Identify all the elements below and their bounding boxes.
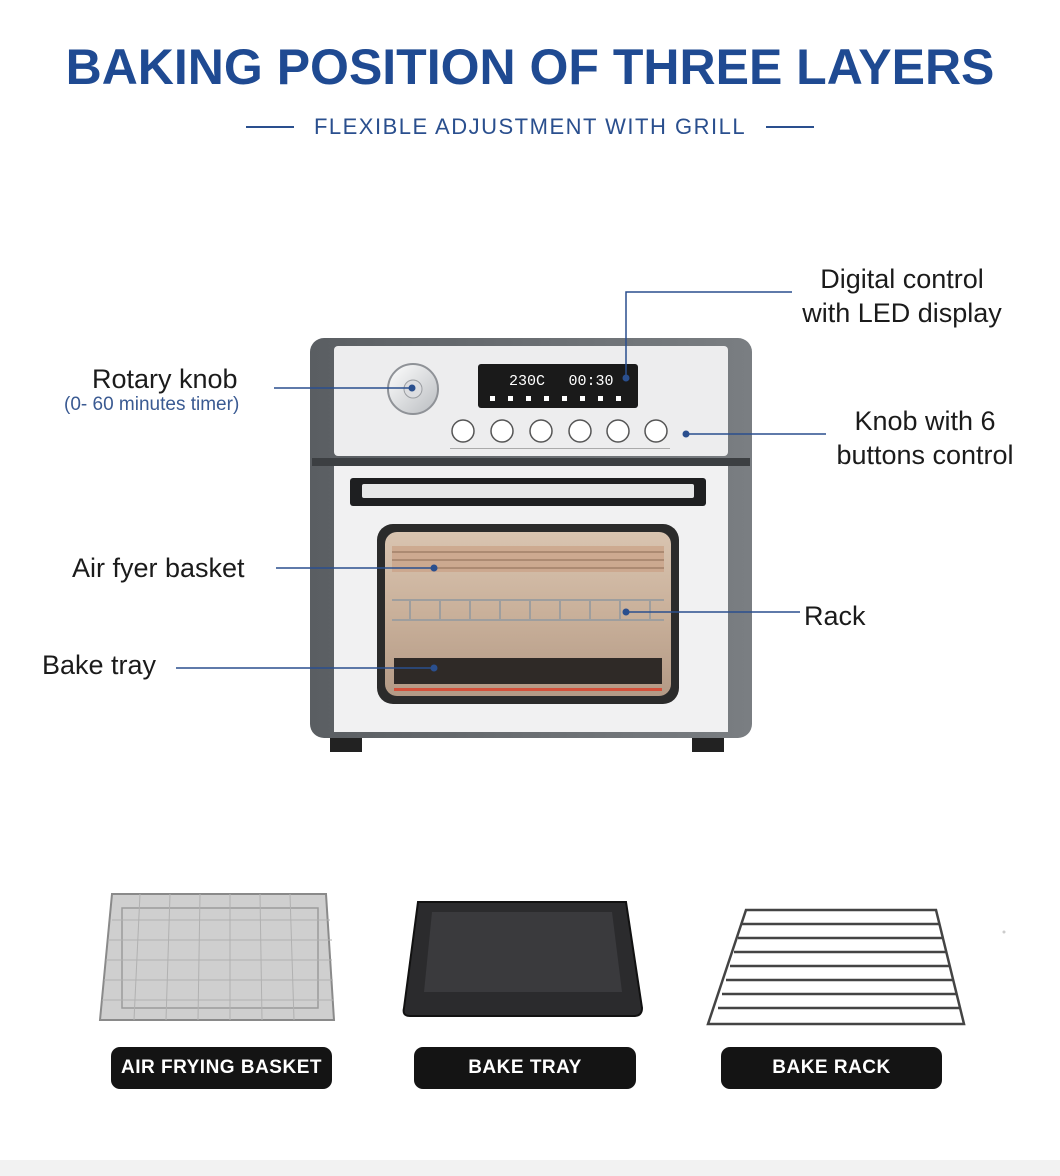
button-icon[interactable] [568,419,592,443]
tray-layer [394,658,662,684]
callout-air-fryer-basket: Air fyer basket [72,553,245,583]
air-frying-basket-label: AIR FRYING BASKET [111,1047,332,1089]
rack-icon [706,908,966,1026]
button-strip-line [450,448,670,449]
power-icon[interactable] [644,419,668,443]
display-temperature: 230C [509,373,545,390]
callout-digital-control-line1: Digital control [820,264,984,294]
page-subtitle: FLEXIBLE ADJUSTMENT WITH GRILL [313,114,747,139]
button-icon[interactable] [451,419,475,443]
bake-rack-label: BAKE RACK [721,1047,942,1089]
button-icon[interactable] [529,419,553,443]
subtitle-left-rule [245,126,294,128]
bake-tray-label: BAKE TRAY [414,1047,636,1089]
heater-glow [394,688,662,691]
page-title: BAKING POSITION OF THREE LAYERS [65,39,995,95]
decor-dot [1002,930,1006,934]
callout-digital-control: Digital control with LED display [782,262,1022,330]
basket-icon [98,893,336,1021]
callout-knob-buttons: Knob with 6 buttons control [820,404,1030,472]
bottom-band [0,1160,1060,1176]
subtitle-row: FLEXIBLE ADJUSTMENT WITH GRILL [0,114,1060,140]
callout-bake-tray: Bake tray [42,650,157,680]
display-time: 00:30 [568,373,613,390]
callout-lines [176,291,826,669]
button-icon[interactable] [606,419,630,443]
door-handle-highlight [362,484,694,498]
panel-divider [312,458,750,466]
subtitle-right-rule [766,126,815,128]
led-display [478,364,638,408]
door-window-glass [385,532,671,696]
callout-rotary-knob: Rotary knob [92,364,238,394]
panel-buttons [451,419,668,443]
button-icon[interactable] [490,419,514,443]
tray-icon [402,901,644,1017]
callout-digital-control-line2: with LED display [802,298,1002,328]
display-status-icons [490,396,621,401]
callout-rack: Rack [804,601,866,631]
callout-dots [408,374,690,672]
callout-knob-buttons-line1: Knob with 6 [854,406,996,436]
callout-knob-buttons-line2: buttons control [836,440,1014,470]
rack-layer [392,599,664,621]
callout-rotary-knob-sub: (0- 60 minutes timer) [64,394,240,415]
